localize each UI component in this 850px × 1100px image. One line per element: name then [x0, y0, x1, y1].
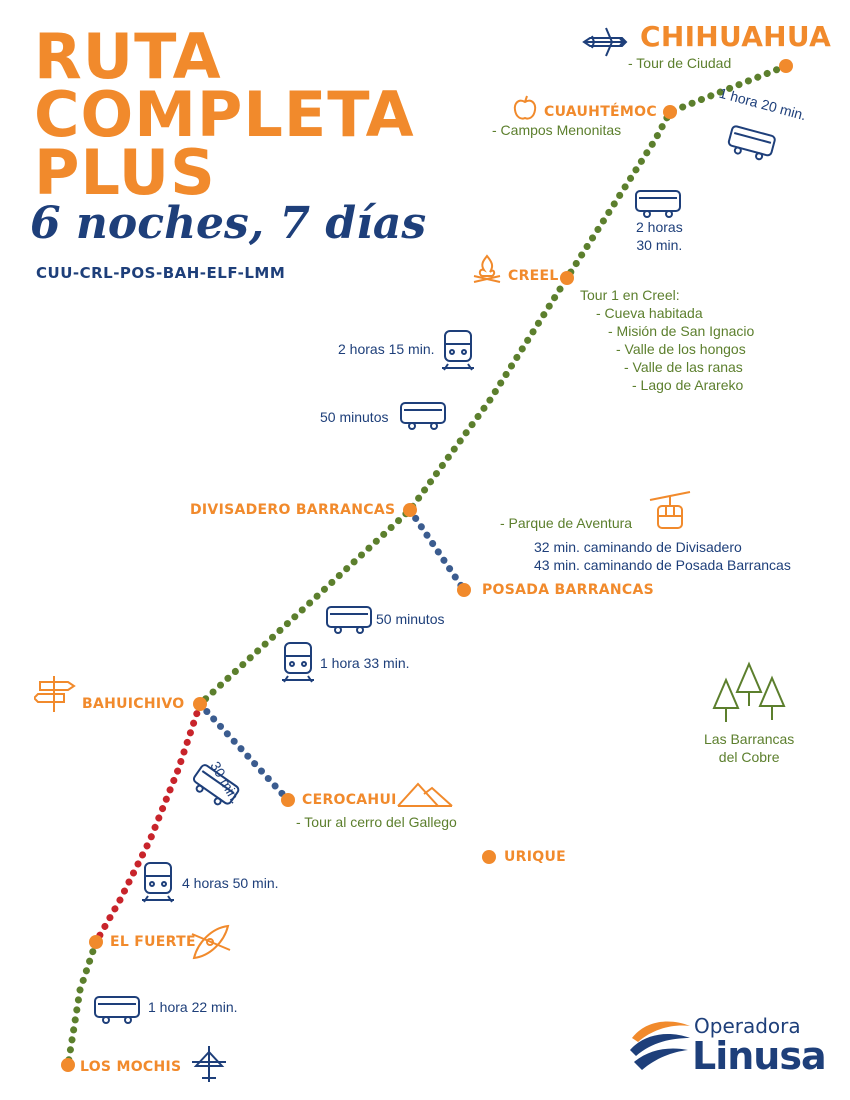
creel-tour-item: - Lago de Arareko	[632, 377, 744, 393]
duration-divisadero-train: 1 hora 33 min.	[320, 655, 410, 671]
train-icon	[442, 330, 474, 371]
city-urique[interactable]: URIQUE	[504, 849, 566, 865]
creel-tour-item: - Valle de los hongos	[616, 341, 746, 357]
creel-tour-item: - Misión de San Ignacio	[608, 323, 755, 339]
brand-logo	[630, 1021, 690, 1070]
city-chihuahua[interactable]: CHIHUAHUA	[640, 20, 832, 53]
kayak-icon	[191, 924, 231, 960]
brand-name-2: Linusa	[692, 1034, 827, 1078]
note-divisadero: - Parque de Aventura	[500, 515, 633, 531]
city-divisadero[interactable]: DIVISADERO BARRANCAS	[190, 502, 396, 518]
walk-divisadero: 32 min. caminando de Divisadero	[534, 539, 742, 555]
signpost-icon	[34, 676, 76, 712]
duration-creel-train: 2 horas 15 min.	[338, 341, 435, 357]
apple-icon	[513, 95, 537, 120]
stop-dot-el-fuerte[interactable]	[89, 935, 103, 949]
route-red	[92, 700, 204, 946]
title-line-3: PLUS	[34, 136, 216, 209]
note-cerocahui: - Tour al cerro del Gallego	[296, 814, 457, 830]
stop-dot-chihuahua[interactable]	[779, 59, 793, 73]
bus-icon	[727, 125, 776, 161]
bus-icon	[326, 606, 372, 634]
city-cerocahui[interactable]: CEROCAHUI	[302, 792, 397, 808]
note-chihuahua: - Tour de Ciudad	[628, 55, 732, 71]
stop-dot-urique[interactable]	[482, 850, 496, 864]
route-blue-branches	[196, 506, 468, 804]
stop-dot-bahuichivo[interactable]	[193, 697, 207, 711]
city-creel[interactable]: CREEL	[508, 268, 559, 284]
city-el-fuerte[interactable]: EL FUERTE	[110, 934, 196, 950]
train-icon	[142, 862, 174, 903]
title-line-2: COMPLETA	[34, 78, 415, 151]
bus-icon	[94, 996, 140, 1024]
duration-mochis-bus: 1 hora 22 min.	[148, 999, 238, 1015]
stop-dot-posada[interactable]	[457, 583, 471, 597]
campfire-icon	[473, 254, 501, 283]
plane-icon	[582, 27, 628, 57]
bus-icon	[400, 402, 446, 430]
cable-car-icon	[649, 491, 691, 529]
pine-trees-icon	[712, 661, 786, 722]
route-codes: CUU-CRL-POS-BAH-ELF-LMM	[36, 264, 286, 282]
mountains-icon	[397, 782, 453, 807]
bus-icon	[192, 764, 240, 806]
duration-creel-bus: 50 minutos	[320, 409, 389, 425]
stop-dot-los-mochis[interactable]	[61, 1058, 75, 1072]
stop-dot-divisadero[interactable]	[403, 503, 417, 517]
creel-tour-title: Tour 1 en Creel:	[580, 287, 680, 303]
walk-posada: 43 min. caminando de Posada Barrancas	[534, 557, 791, 573]
train-icon	[282, 642, 314, 683]
brand-name-1: Operadora	[694, 1014, 801, 1038]
title-line-1: RUTA	[34, 20, 222, 93]
stop-dot-cuauhtemoc[interactable]	[663, 105, 677, 119]
city-posada-barrancas[interactable]: POSADA BARRANCAS	[482, 582, 655, 598]
stop-dot-creel[interactable]	[560, 271, 574, 285]
subtitle: 6 noches, 7 días	[30, 198, 427, 249]
plane-icon	[192, 1046, 226, 1082]
duration-bahuichivo-train: 4 horas 50 min.	[182, 875, 279, 891]
city-bahuichivo[interactable]: BAHUICHIVO	[82, 696, 185, 712]
city-los-mochis[interactable]: LOS MOCHIS	[80, 1059, 182, 1075]
creel-tour-item: - Valle de las ranas	[624, 359, 743, 375]
bus-icon	[635, 190, 681, 218]
duration-divisadero-bus: 50 minutos	[376, 611, 445, 627]
note-cuauhtemoc: - Campos Menonitas	[492, 122, 622, 138]
city-cuauhtemoc[interactable]: CUAUHTÉMOC	[544, 104, 657, 120]
stop-dot-cerocahui[interactable]	[281, 793, 295, 807]
creel-tour-item: - Cueva habitada	[596, 305, 703, 321]
